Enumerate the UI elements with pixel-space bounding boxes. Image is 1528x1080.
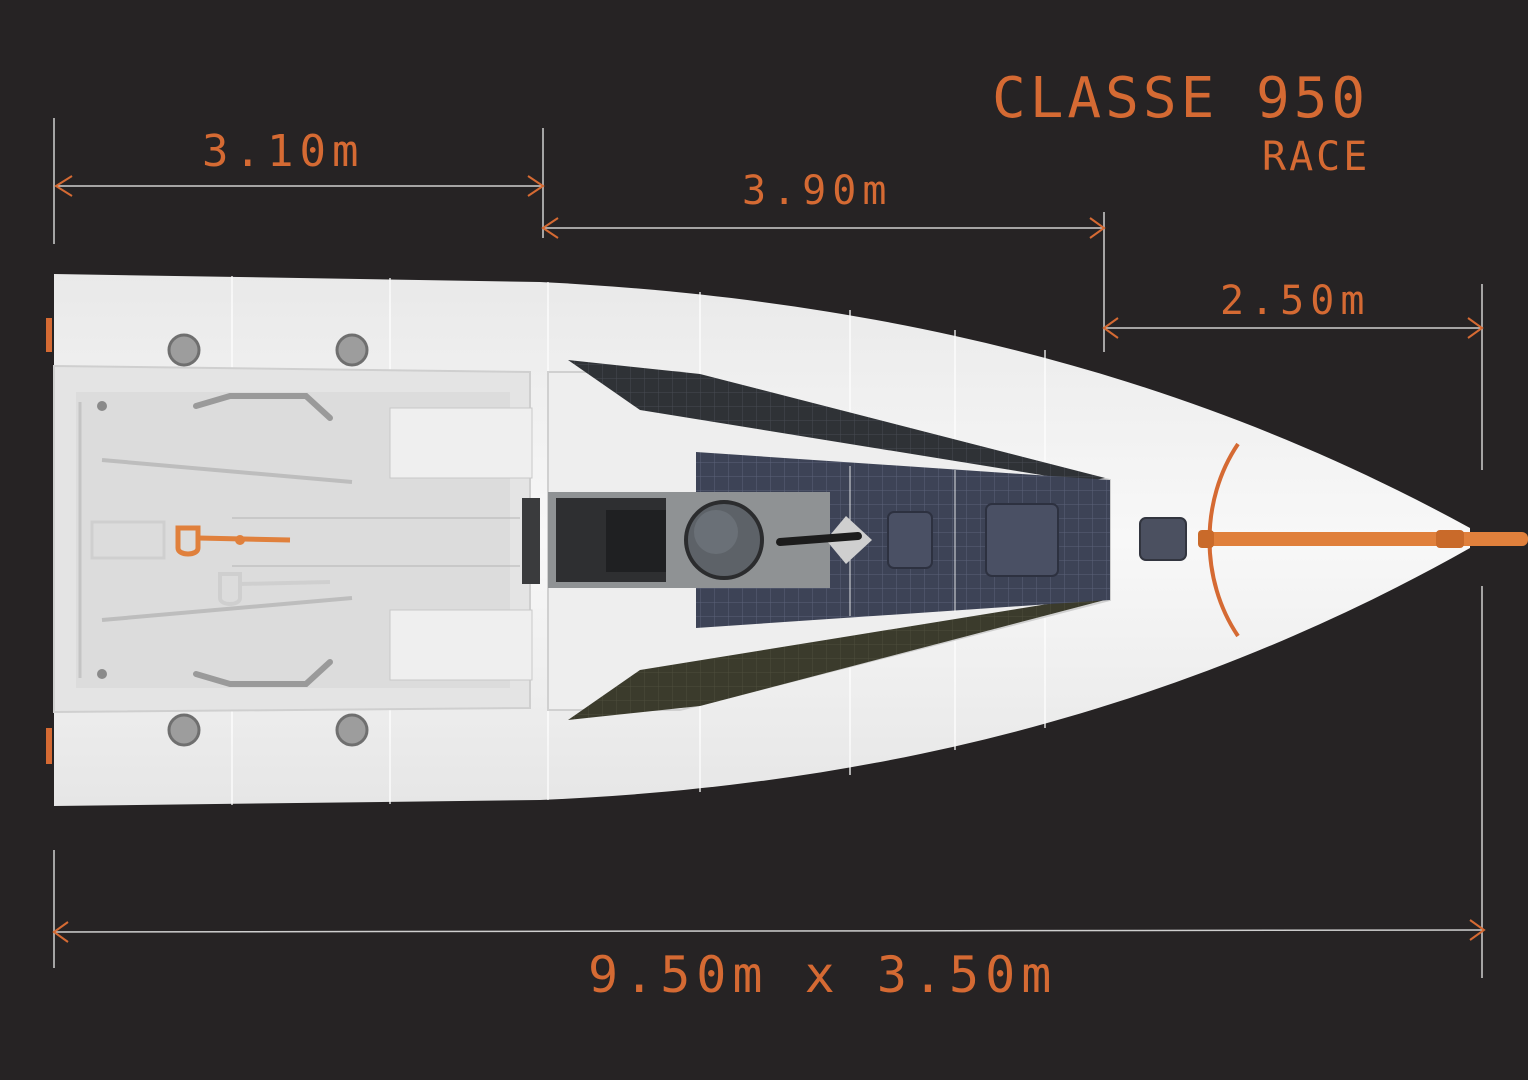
solar-panel-bottom [568,598,1105,720]
transom-accent-top [46,318,52,352]
traveler-track-bottom [101,596,353,622]
bowsprit [1198,532,1528,546]
handrail-bottom [193,659,333,687]
dimension-aft-label: 3.10m [202,126,365,177]
dimension-bow-label: 2.50m [1220,278,1371,324]
class-title: CLASSE 950 [992,66,1370,131]
bench-top [389,407,533,479]
hatch-large [985,503,1059,577]
transom-accent-bottom [46,728,52,764]
bench-bottom [389,609,533,681]
traveler-track-top [101,458,353,484]
solar-panel-top [568,360,1105,482]
dimension-lines [53,118,1483,978]
dimension-mid-label: 3.90m [742,168,893,214]
dimension-arrows [52,175,1486,943]
dimension-overall-label: 9.50m x 3.50m [588,946,1058,1004]
handrail-top [193,393,333,421]
class-subtitle: RACE [1262,134,1371,180]
bow-hatch [1139,517,1187,561]
tiller-ghost [218,572,331,606]
tiller [175,525,291,557]
hatch-small [887,511,933,569]
